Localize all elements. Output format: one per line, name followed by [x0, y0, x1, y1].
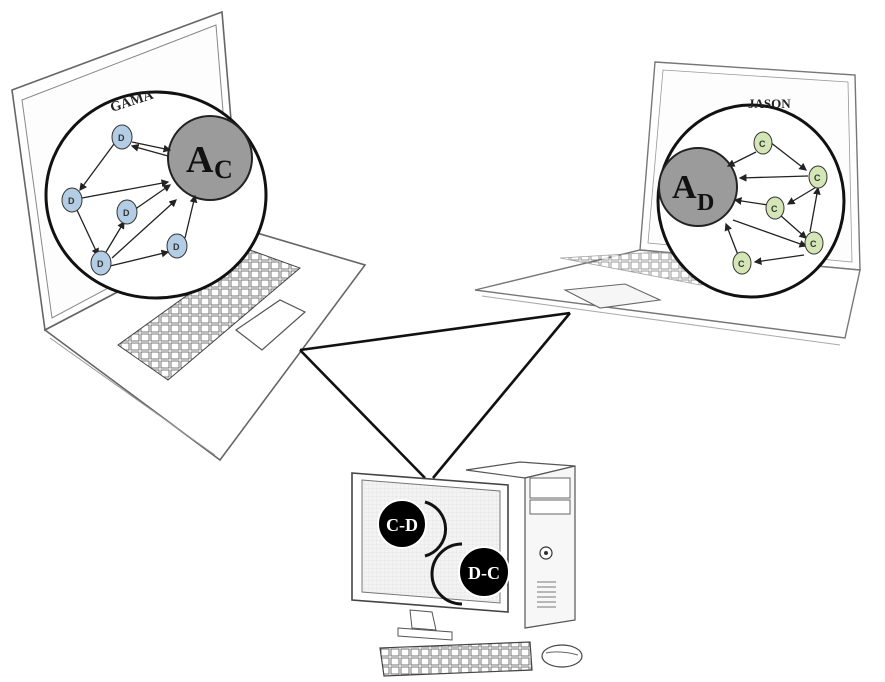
- right-agent-bubble: JASON A D C C C C C: [656, 96, 846, 299]
- left-node-group: D D D D D: [61, 124, 188, 276]
- node-d-label: D: [173, 242, 180, 252]
- node-d: [116, 199, 138, 225]
- node-d-label: D: [97, 259, 104, 269]
- link-left-to-desktop: [299, 349, 426, 479]
- agent-ac: [167, 115, 253, 201]
- node-d-label: D: [68, 196, 75, 206]
- desktop-keyboard: [379, 641, 533, 677]
- right-node-group: C C C C C: [732, 131, 828, 275]
- mouse: [541, 644, 583, 668]
- tower-case: [465, 461, 576, 629]
- node-d: [111, 124, 133, 150]
- node-d-label: D: [118, 133, 125, 143]
- node-d: [61, 187, 83, 213]
- node-c-label: C: [738, 259, 745, 269]
- node-d: [90, 250, 112, 276]
- module-cd-label: C-D: [386, 515, 418, 535]
- node-d-label: D: [123, 208, 130, 218]
- agent-ac-subscript: C: [214, 155, 233, 184]
- node-c-label: C: [814, 173, 821, 183]
- network-links: [299, 311, 572, 479]
- agent-ac-letter: A: [186, 139, 214, 181]
- node-c: [765, 196, 785, 220]
- left-touchpad: [234, 299, 307, 351]
- agent-ad-letter: A: [672, 169, 697, 206]
- node-d: [166, 233, 188, 259]
- module-dc-label: D-C: [468, 563, 500, 583]
- right-touchpad: [563, 283, 662, 309]
- left-agent-bubble: GAMA A C D D D D D: [44, 88, 268, 300]
- node-c-label: C: [759, 139, 766, 149]
- jason-label: JASON: [748, 96, 791, 111]
- node-c: [804, 231, 824, 255]
- node-c: [732, 251, 752, 275]
- agent-ad: [658, 147, 738, 227]
- node-c: [808, 165, 828, 189]
- node-c: [753, 131, 773, 155]
- link-laptop-to-laptop: [299, 311, 571, 352]
- node-c-label: C: [810, 239, 817, 249]
- desktop-computer: C-D D-C: [351, 461, 583, 677]
- module-dc: D-C: [430, 542, 510, 606]
- module-cd: C-D: [377, 499, 448, 558]
- node-c-label: C: [771, 204, 778, 214]
- agent-ad-subscript: D: [697, 190, 714, 216]
- link-right-to-desktop: [431, 312, 572, 479]
